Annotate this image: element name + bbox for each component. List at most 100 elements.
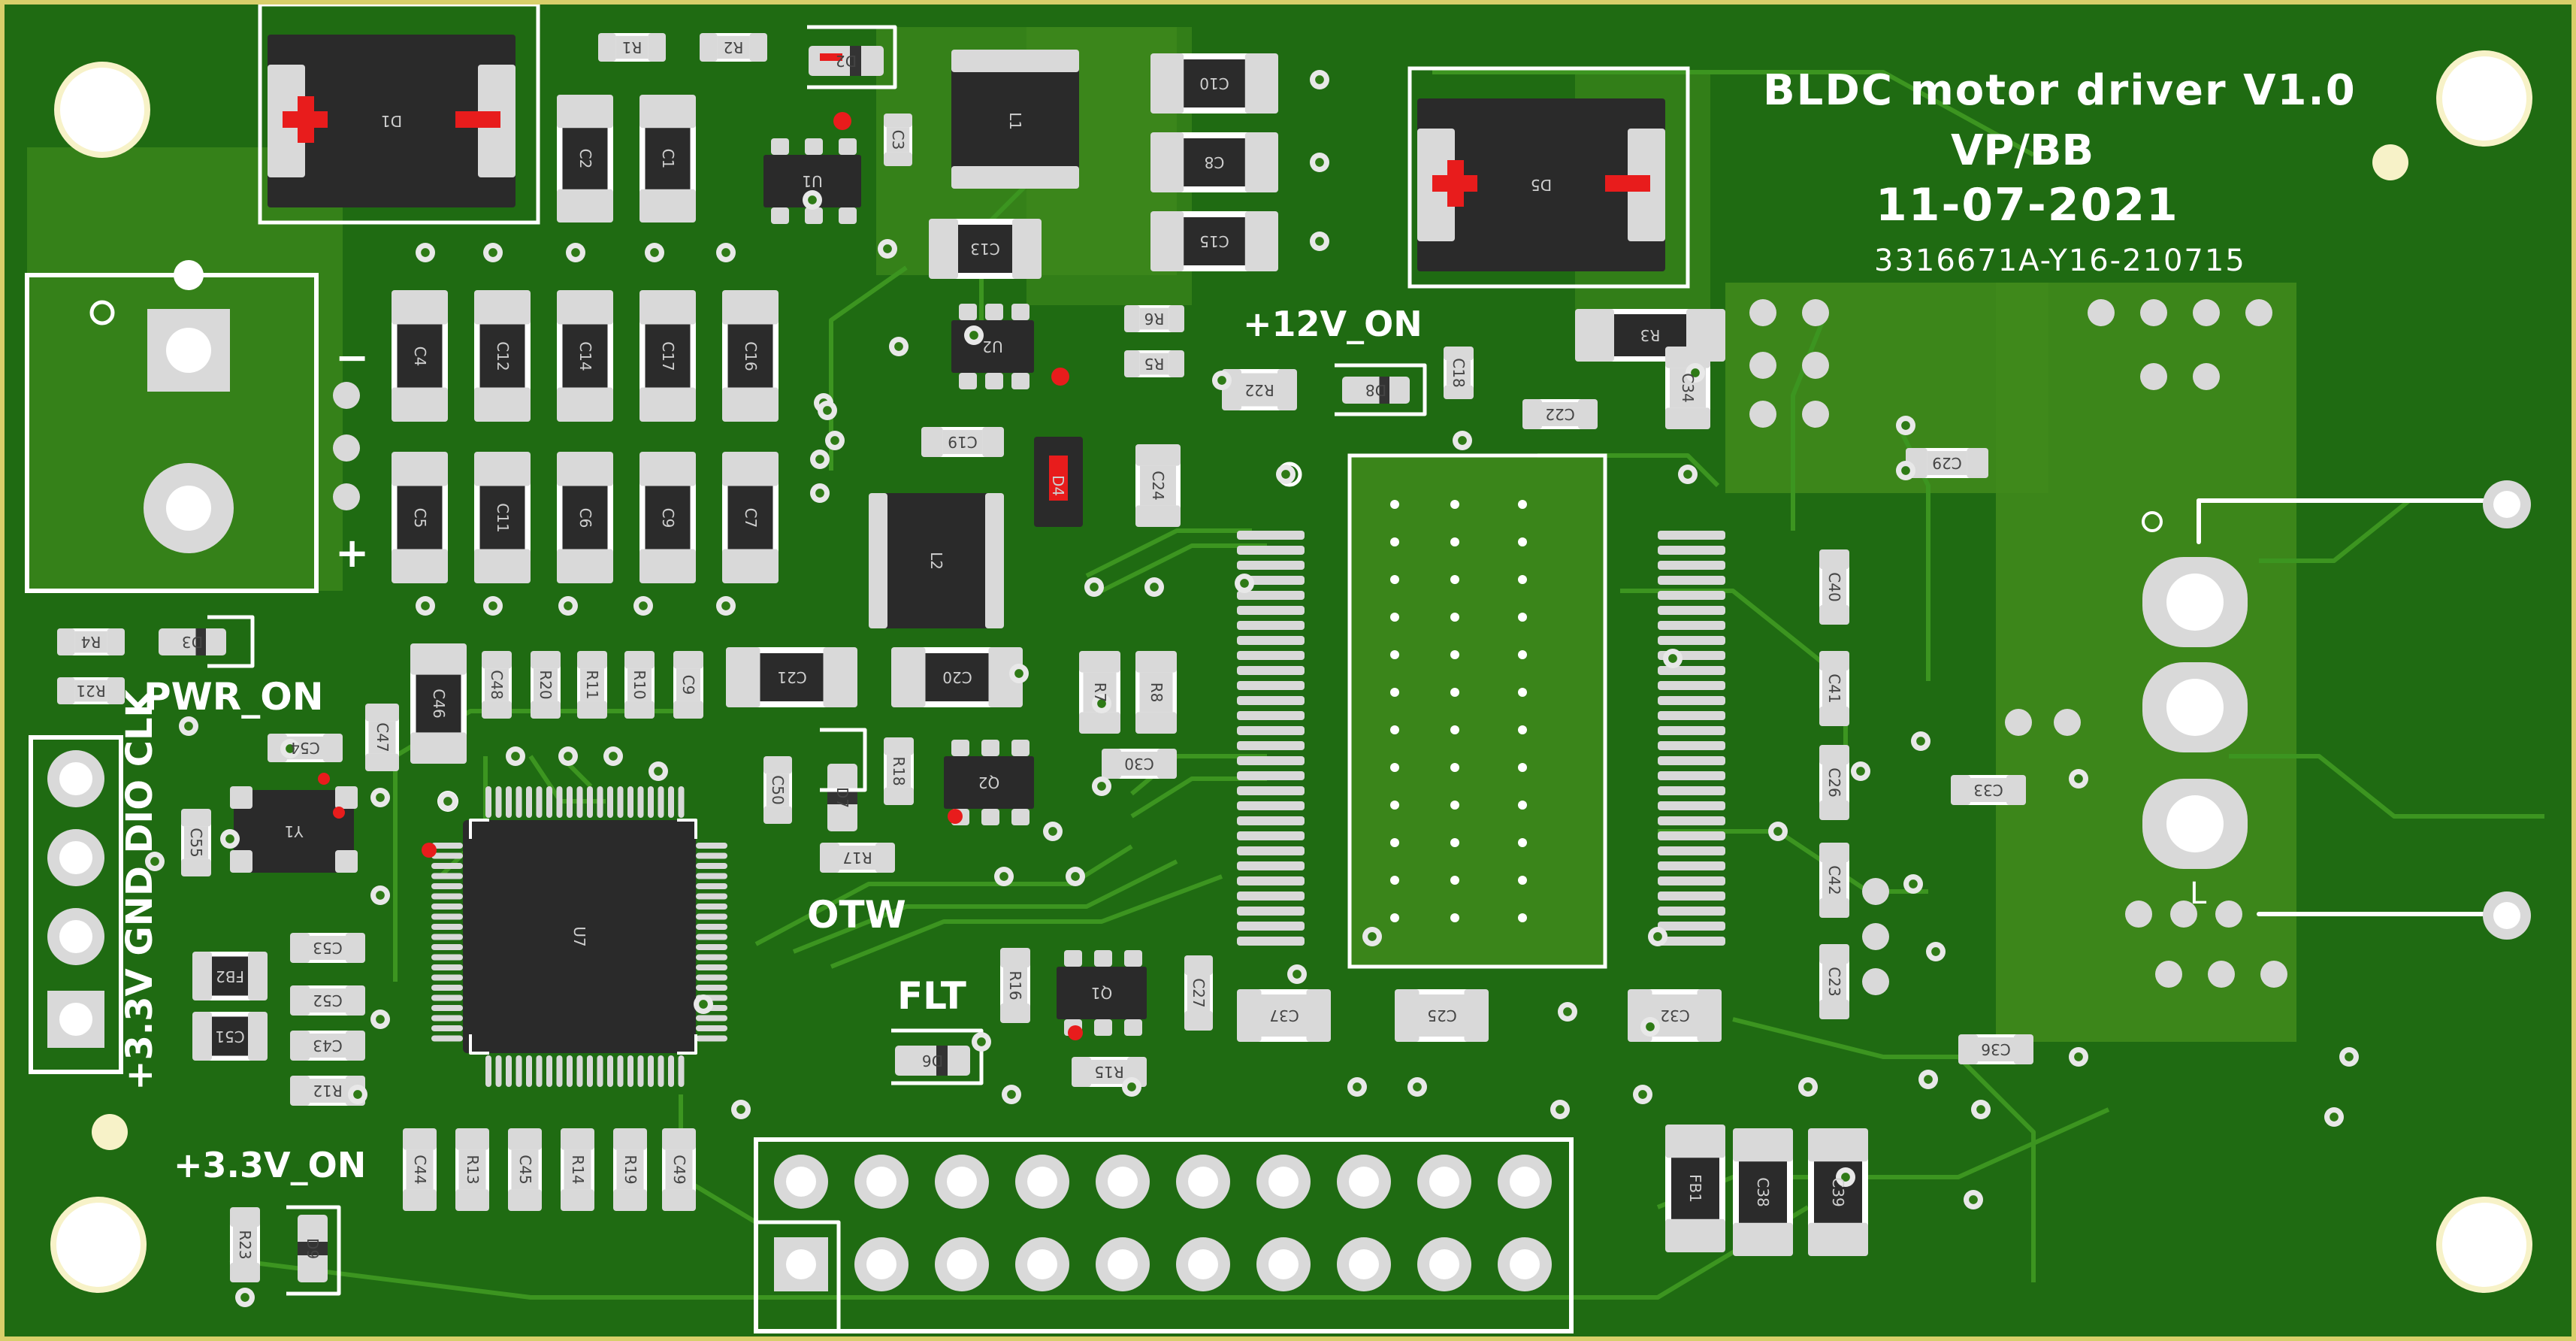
crystal-pad xyxy=(335,786,358,809)
smd-body xyxy=(886,127,910,153)
smd-body xyxy=(1739,1161,1787,1223)
mcu-pin xyxy=(431,843,463,849)
smd-pad xyxy=(1135,505,1181,527)
via-hole xyxy=(1315,75,1324,84)
via-hole xyxy=(353,1090,362,1099)
smd-pad xyxy=(1184,955,1213,975)
ic-pin xyxy=(1124,950,1142,967)
th-pad xyxy=(1862,923,1889,950)
smd-pad xyxy=(639,95,696,129)
mcu-pin xyxy=(617,1055,624,1087)
ref-fb2: FB2 xyxy=(216,967,244,985)
via-hole xyxy=(650,248,659,257)
smd-pad xyxy=(700,33,718,62)
smd-body xyxy=(760,653,824,701)
ref-c25: C25 xyxy=(1426,1007,1457,1025)
smd-body xyxy=(310,988,346,1013)
smd-pad xyxy=(1808,1128,1868,1162)
power-terminal-hole xyxy=(166,486,211,531)
smd-pad xyxy=(1697,989,1722,1042)
mcu-pin xyxy=(607,786,613,818)
diode-body xyxy=(268,35,516,207)
header-hole xyxy=(1429,1249,1459,1279)
via-hole xyxy=(823,406,832,415)
via-hole xyxy=(564,752,573,761)
ref-c14: C14 xyxy=(576,341,594,371)
smd-pad xyxy=(531,651,561,669)
th-pad xyxy=(1862,968,1889,995)
smd-body xyxy=(562,486,608,549)
ref-r17: R17 xyxy=(842,849,872,867)
smd-pad xyxy=(639,452,696,486)
polarity-plus-v xyxy=(1447,160,1464,207)
driver-pin xyxy=(1237,741,1305,750)
thermal-via xyxy=(1450,537,1459,546)
smd-pad xyxy=(1819,801,1849,820)
ic-pin xyxy=(1011,304,1029,320)
mcu-pin xyxy=(431,994,463,1001)
ref-l2: L2 xyxy=(927,552,945,570)
inductor-body xyxy=(869,493,1004,628)
thermal-via xyxy=(1518,838,1527,847)
power-terminal-outline xyxy=(25,273,319,593)
ref-u7: U7 xyxy=(570,926,588,947)
smd-body xyxy=(1671,1158,1719,1219)
th-pad xyxy=(1802,401,1829,428)
smd-pad xyxy=(107,628,125,655)
mcu-pin xyxy=(617,786,624,818)
mcu-pin xyxy=(431,924,463,930)
header-hole xyxy=(1510,1167,1540,1197)
ref-c4: C4 xyxy=(410,346,429,366)
ic-pin xyxy=(839,138,857,155)
header-hole xyxy=(1268,1167,1299,1197)
crystal-pad xyxy=(230,786,252,809)
ref-r20: R20 xyxy=(537,670,555,700)
label-otw: OTW xyxy=(807,893,906,937)
ref-c6: C6 xyxy=(576,507,594,528)
mcu-pin xyxy=(431,852,463,859)
via-hole xyxy=(815,489,824,498)
smd-pad xyxy=(531,701,561,719)
smd-pad xyxy=(181,809,211,827)
smd-body xyxy=(942,430,983,454)
via-hole xyxy=(1653,932,1662,941)
silk-bracket xyxy=(820,728,867,792)
trace xyxy=(1620,589,1848,756)
smd-pad xyxy=(230,1207,260,1227)
copper-pour xyxy=(1996,283,2296,1042)
thermal-via xyxy=(1518,725,1527,734)
diode-band xyxy=(1379,377,1389,404)
via-hole xyxy=(1458,436,1467,445)
smd-body xyxy=(511,1149,539,1190)
copper-pour xyxy=(1350,456,1605,967)
smd-pad xyxy=(1819,843,1849,862)
smd-pad xyxy=(1665,1125,1725,1158)
smd-pad xyxy=(392,452,448,486)
via-hole xyxy=(1315,237,1324,246)
trace xyxy=(1130,776,1267,819)
smd-pad xyxy=(613,1128,647,1150)
mounting-hole-inner xyxy=(2442,1203,2526,1287)
ref-r5: R5 xyxy=(1144,355,1165,373)
th-pad xyxy=(2155,961,2182,988)
motor-hole xyxy=(2166,795,2224,852)
smd-body xyxy=(534,668,558,701)
smd-pad xyxy=(1000,1003,1030,1023)
smd-pad xyxy=(508,1128,542,1150)
via-hole xyxy=(1563,1007,1572,1016)
th-pad xyxy=(2005,709,2032,736)
driver-pin xyxy=(1658,876,1725,885)
smd-pad xyxy=(474,290,531,325)
th-pad xyxy=(2208,961,2235,988)
smd-body xyxy=(1121,752,1157,776)
smd-body xyxy=(1261,994,1307,1037)
th-pad xyxy=(1749,299,1776,326)
via-hole xyxy=(421,248,430,257)
thermal-via xyxy=(1390,613,1399,622)
smd-pad xyxy=(722,387,779,422)
mcu-pin xyxy=(696,985,727,991)
smd-pad xyxy=(673,651,703,669)
smd-body xyxy=(397,486,443,549)
smd-body xyxy=(766,773,790,807)
ic-pin xyxy=(1094,1019,1112,1036)
